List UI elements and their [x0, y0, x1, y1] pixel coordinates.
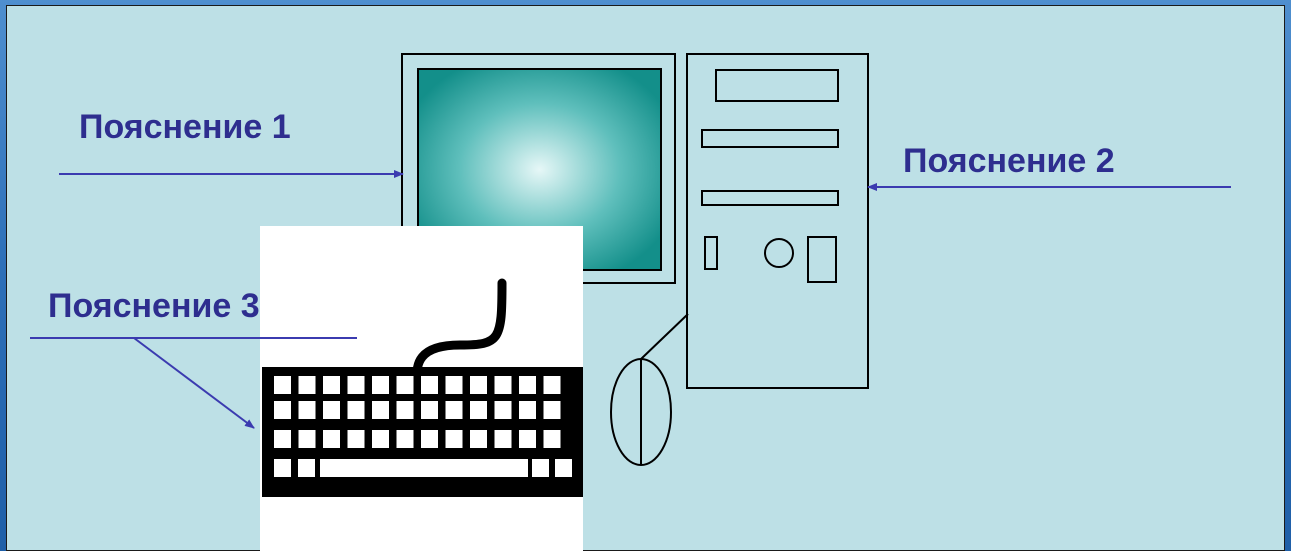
keyboard-key — [348, 376, 365, 394]
label-1: Пояснение 1 — [79, 110, 291, 144]
keyboard-key — [299, 401, 316, 419]
system-unit-icon — [687, 54, 868, 388]
keyboard-key — [495, 376, 512, 394]
keyboard-icon — [260, 226, 583, 551]
keyboard-key — [470, 376, 487, 394]
keyboard-key — [274, 376, 291, 394]
label-2: Пояснение 2 — [903, 144, 1115, 178]
keyboard-key — [274, 459, 291, 477]
keyboard-key — [397, 376, 414, 394]
keyboard-key — [421, 430, 438, 448]
keyboard-key — [555, 459, 572, 477]
keyboard-key — [519, 430, 536, 448]
keyboard-key — [397, 430, 414, 448]
keyboard-key — [421, 401, 438, 419]
keyboard-key — [397, 401, 414, 419]
keyboard-key — [470, 430, 487, 448]
keyboard-key — [372, 401, 389, 419]
keyboard-key — [446, 401, 463, 419]
keyboard-key — [323, 430, 340, 448]
keyboard-key — [323, 376, 340, 394]
keyboard-key — [421, 376, 438, 394]
keyboard-key — [299, 376, 316, 394]
keyboard-key — [274, 401, 291, 419]
keyboard-key — [372, 376, 389, 394]
keyboard-key — [544, 401, 561, 419]
keyboard-key — [348, 430, 365, 448]
keyboard-spacebar — [320, 459, 528, 477]
keyboard-key — [544, 430, 561, 448]
label-3: Пояснение 3 — [48, 289, 260, 323]
keyboard-key — [470, 401, 487, 419]
keyboard-key — [348, 401, 365, 419]
keyboard-key — [495, 430, 512, 448]
keyboard-key — [495, 401, 512, 419]
mouse-icon — [611, 314, 688, 465]
keyboard-key — [446, 376, 463, 394]
keyboard-key — [372, 430, 389, 448]
keyboard-key — [299, 430, 316, 448]
keyboard-key — [446, 430, 463, 448]
keyboard-key — [532, 459, 549, 477]
keyboard-key — [544, 376, 561, 394]
keyboard-key — [274, 430, 291, 448]
keyboard-key — [298, 459, 315, 477]
keyboard-key — [519, 401, 536, 419]
pointer-line-3 — [134, 338, 254, 428]
keyboard-key — [519, 376, 536, 394]
keyboard-key — [323, 401, 340, 419]
